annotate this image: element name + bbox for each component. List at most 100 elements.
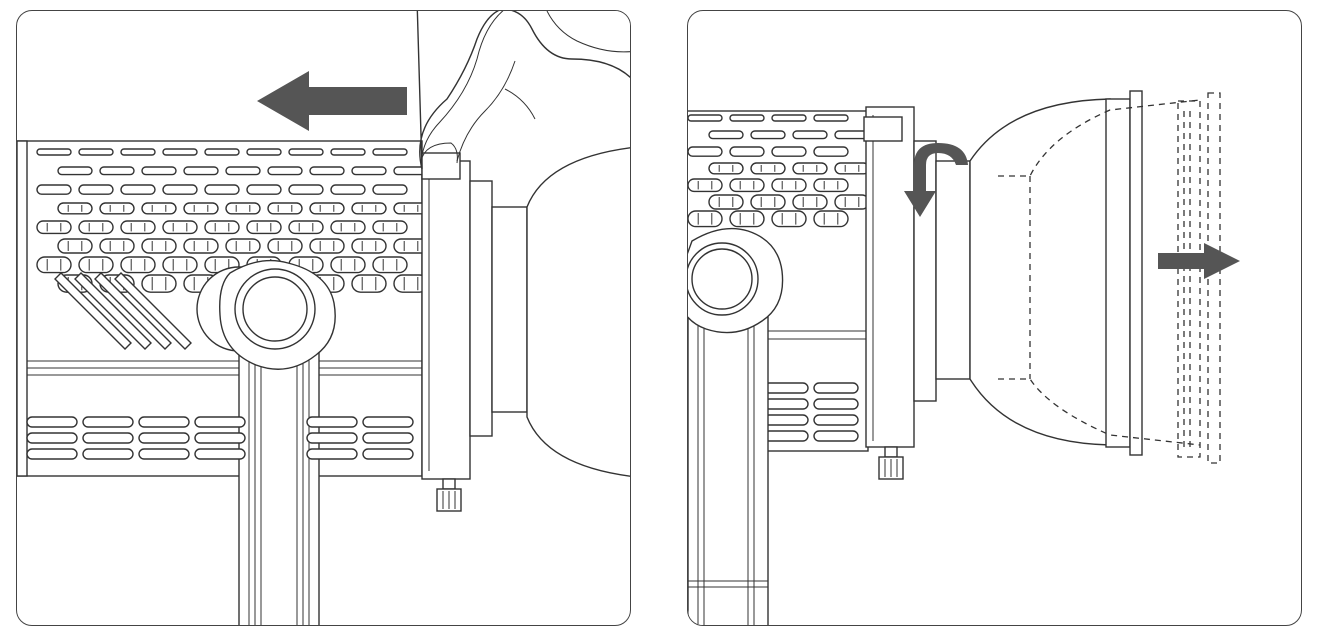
vent-slot	[204, 148, 240, 156]
lower-vent-slots	[26, 416, 414, 460]
vent-slot	[288, 184, 324, 195]
vent-slot	[138, 432, 190, 444]
vent-slot	[78, 220, 114, 235]
vent-slot	[763, 430, 809, 442]
vent-slot	[813, 382, 859, 394]
vent-slot	[194, 448, 246, 460]
vent-slot	[351, 238, 387, 254]
vent-slot	[225, 202, 261, 215]
vent-slot	[141, 274, 177, 293]
vent-slot	[362, 448, 414, 460]
vent-slot	[306, 448, 358, 460]
knob-icon	[688, 227, 784, 334]
vent-slot	[330, 220, 366, 235]
vent-slot	[351, 274, 387, 293]
vent-slot	[729, 178, 765, 193]
vent-slot	[162, 148, 198, 156]
vent-slot	[792, 162, 828, 175]
step-2-illustration	[688, 90, 1240, 625]
vent-slot	[792, 130, 828, 140]
vent-slot	[36, 256, 72, 274]
vent-slot	[688, 178, 723, 193]
vent-slot	[138, 416, 190, 428]
vent-slot	[372, 148, 408, 156]
yoke-arm	[238, 340, 320, 625]
vent-slot	[330, 256, 366, 274]
step-1-panel	[16, 10, 631, 626]
vent-slot	[82, 448, 134, 460]
left-arrow-icon	[257, 71, 407, 131]
vent-slot	[36, 184, 72, 195]
vent-slot	[771, 178, 807, 193]
vent-slot	[204, 220, 240, 235]
vent-slot	[306, 432, 358, 444]
vent-slots	[688, 114, 870, 228]
vent-slot	[771, 210, 807, 228]
vent-slot	[183, 202, 219, 215]
vent-slot	[813, 414, 859, 426]
vent-slot	[750, 194, 786, 210]
vent-slot	[708, 194, 744, 210]
step-1-illustration	[17, 11, 630, 625]
vent-slot	[688, 114, 723, 122]
reflector	[526, 147, 630, 477]
vent-slot	[362, 416, 414, 428]
vent-slot	[708, 162, 744, 175]
vent-slot	[246, 148, 282, 156]
vent-slot	[267, 202, 303, 215]
vent-slot	[162, 184, 198, 195]
vent-slot	[57, 238, 93, 254]
vent-slot	[57, 202, 93, 215]
vent-slot	[246, 220, 282, 235]
vent-slot	[246, 184, 282, 195]
vent-slot	[26, 416, 78, 428]
vent-slot	[99, 202, 135, 215]
vent-slot	[26, 448, 78, 460]
vent-slot	[120, 148, 156, 156]
vent-slot	[688, 146, 723, 157]
vent-slot	[141, 238, 177, 254]
vent-slot	[372, 220, 408, 235]
vent-slot	[834, 162, 870, 175]
vent-slot	[813, 114, 849, 122]
vent-slot	[763, 382, 809, 394]
vent-slot	[194, 416, 246, 428]
vent-slot	[120, 184, 156, 195]
vent-slot	[82, 416, 134, 428]
vent-slot	[120, 220, 156, 235]
vent-slot	[771, 114, 807, 122]
vent-slot	[813, 210, 849, 228]
vent-slot	[813, 398, 859, 410]
vent-slot	[309, 166, 345, 176]
right-arrow-icon	[1158, 243, 1240, 279]
vent-slot	[267, 238, 303, 254]
vent-slot	[309, 202, 345, 215]
vent-slot	[330, 148, 366, 156]
vent-slot	[729, 114, 765, 122]
vent-slot	[771, 146, 807, 157]
knob-icon	[196, 259, 336, 370]
vent-slot	[78, 148, 114, 156]
vent-slot	[225, 238, 261, 254]
vent-slot	[138, 448, 190, 460]
vent-slot	[834, 194, 870, 210]
vent-slot	[372, 256, 408, 274]
vent-slot	[82, 432, 134, 444]
vent-slot	[813, 178, 849, 193]
vent-slot	[194, 432, 246, 444]
vent-slot	[225, 166, 261, 176]
vent-slot	[351, 202, 387, 215]
vent-slot	[351, 166, 387, 176]
vent-slot	[57, 166, 93, 176]
lower-vent-slots	[763, 382, 859, 442]
vent-slot	[141, 202, 177, 215]
vent-slot	[688, 210, 723, 228]
vent-slot	[78, 184, 114, 195]
rotate-arrow-icon	[904, 143, 968, 217]
vent-slot	[792, 194, 828, 210]
vent-slot	[288, 148, 324, 156]
vent-slot	[36, 220, 72, 235]
vent-slot	[750, 162, 786, 175]
vent-slot	[162, 256, 198, 274]
vent-slot	[183, 238, 219, 254]
